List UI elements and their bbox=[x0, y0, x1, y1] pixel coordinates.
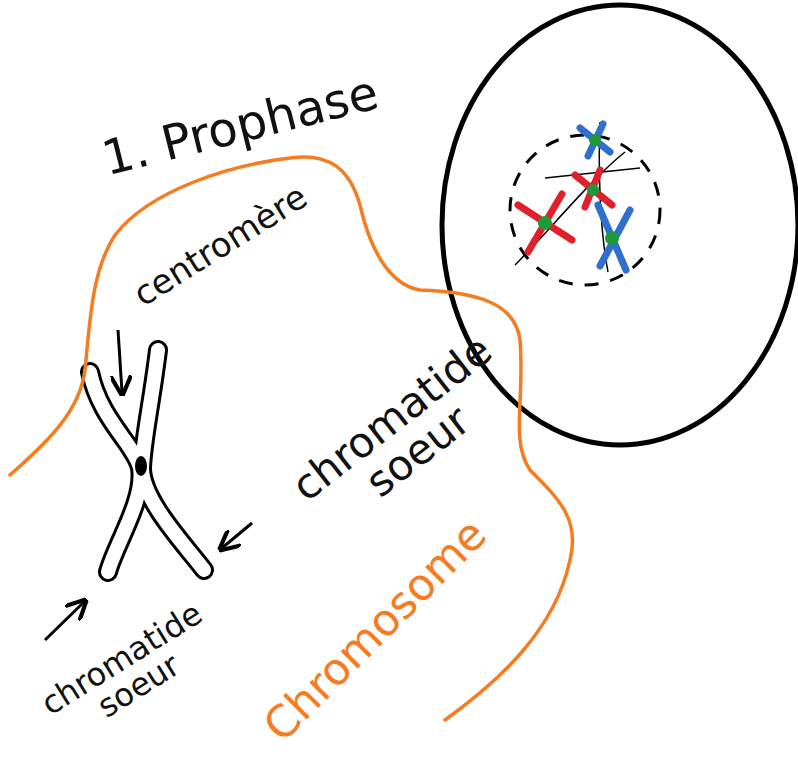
part-label: centromère bbox=[128, 178, 313, 311]
chromosome-drawing bbox=[90, 350, 204, 572]
chromosomes bbox=[518, 124, 630, 270]
part-label: chromatide soeur bbox=[285, 328, 525, 541]
part-label: chromatide soeur bbox=[36, 597, 224, 748]
centromere-dots bbox=[538, 134, 619, 245]
spindle-fibres bbox=[515, 122, 640, 272]
leader-arrow bbox=[222, 523, 252, 548]
leader-arrow bbox=[118, 330, 122, 392]
chromosome-outline bbox=[10, 157, 573, 720]
centromere-dot bbox=[135, 456, 147, 476]
leader-arrow bbox=[45, 602, 84, 640]
part-label: Chromosome bbox=[256, 511, 494, 749]
heading: 1. Prophase bbox=[97, 68, 382, 183]
